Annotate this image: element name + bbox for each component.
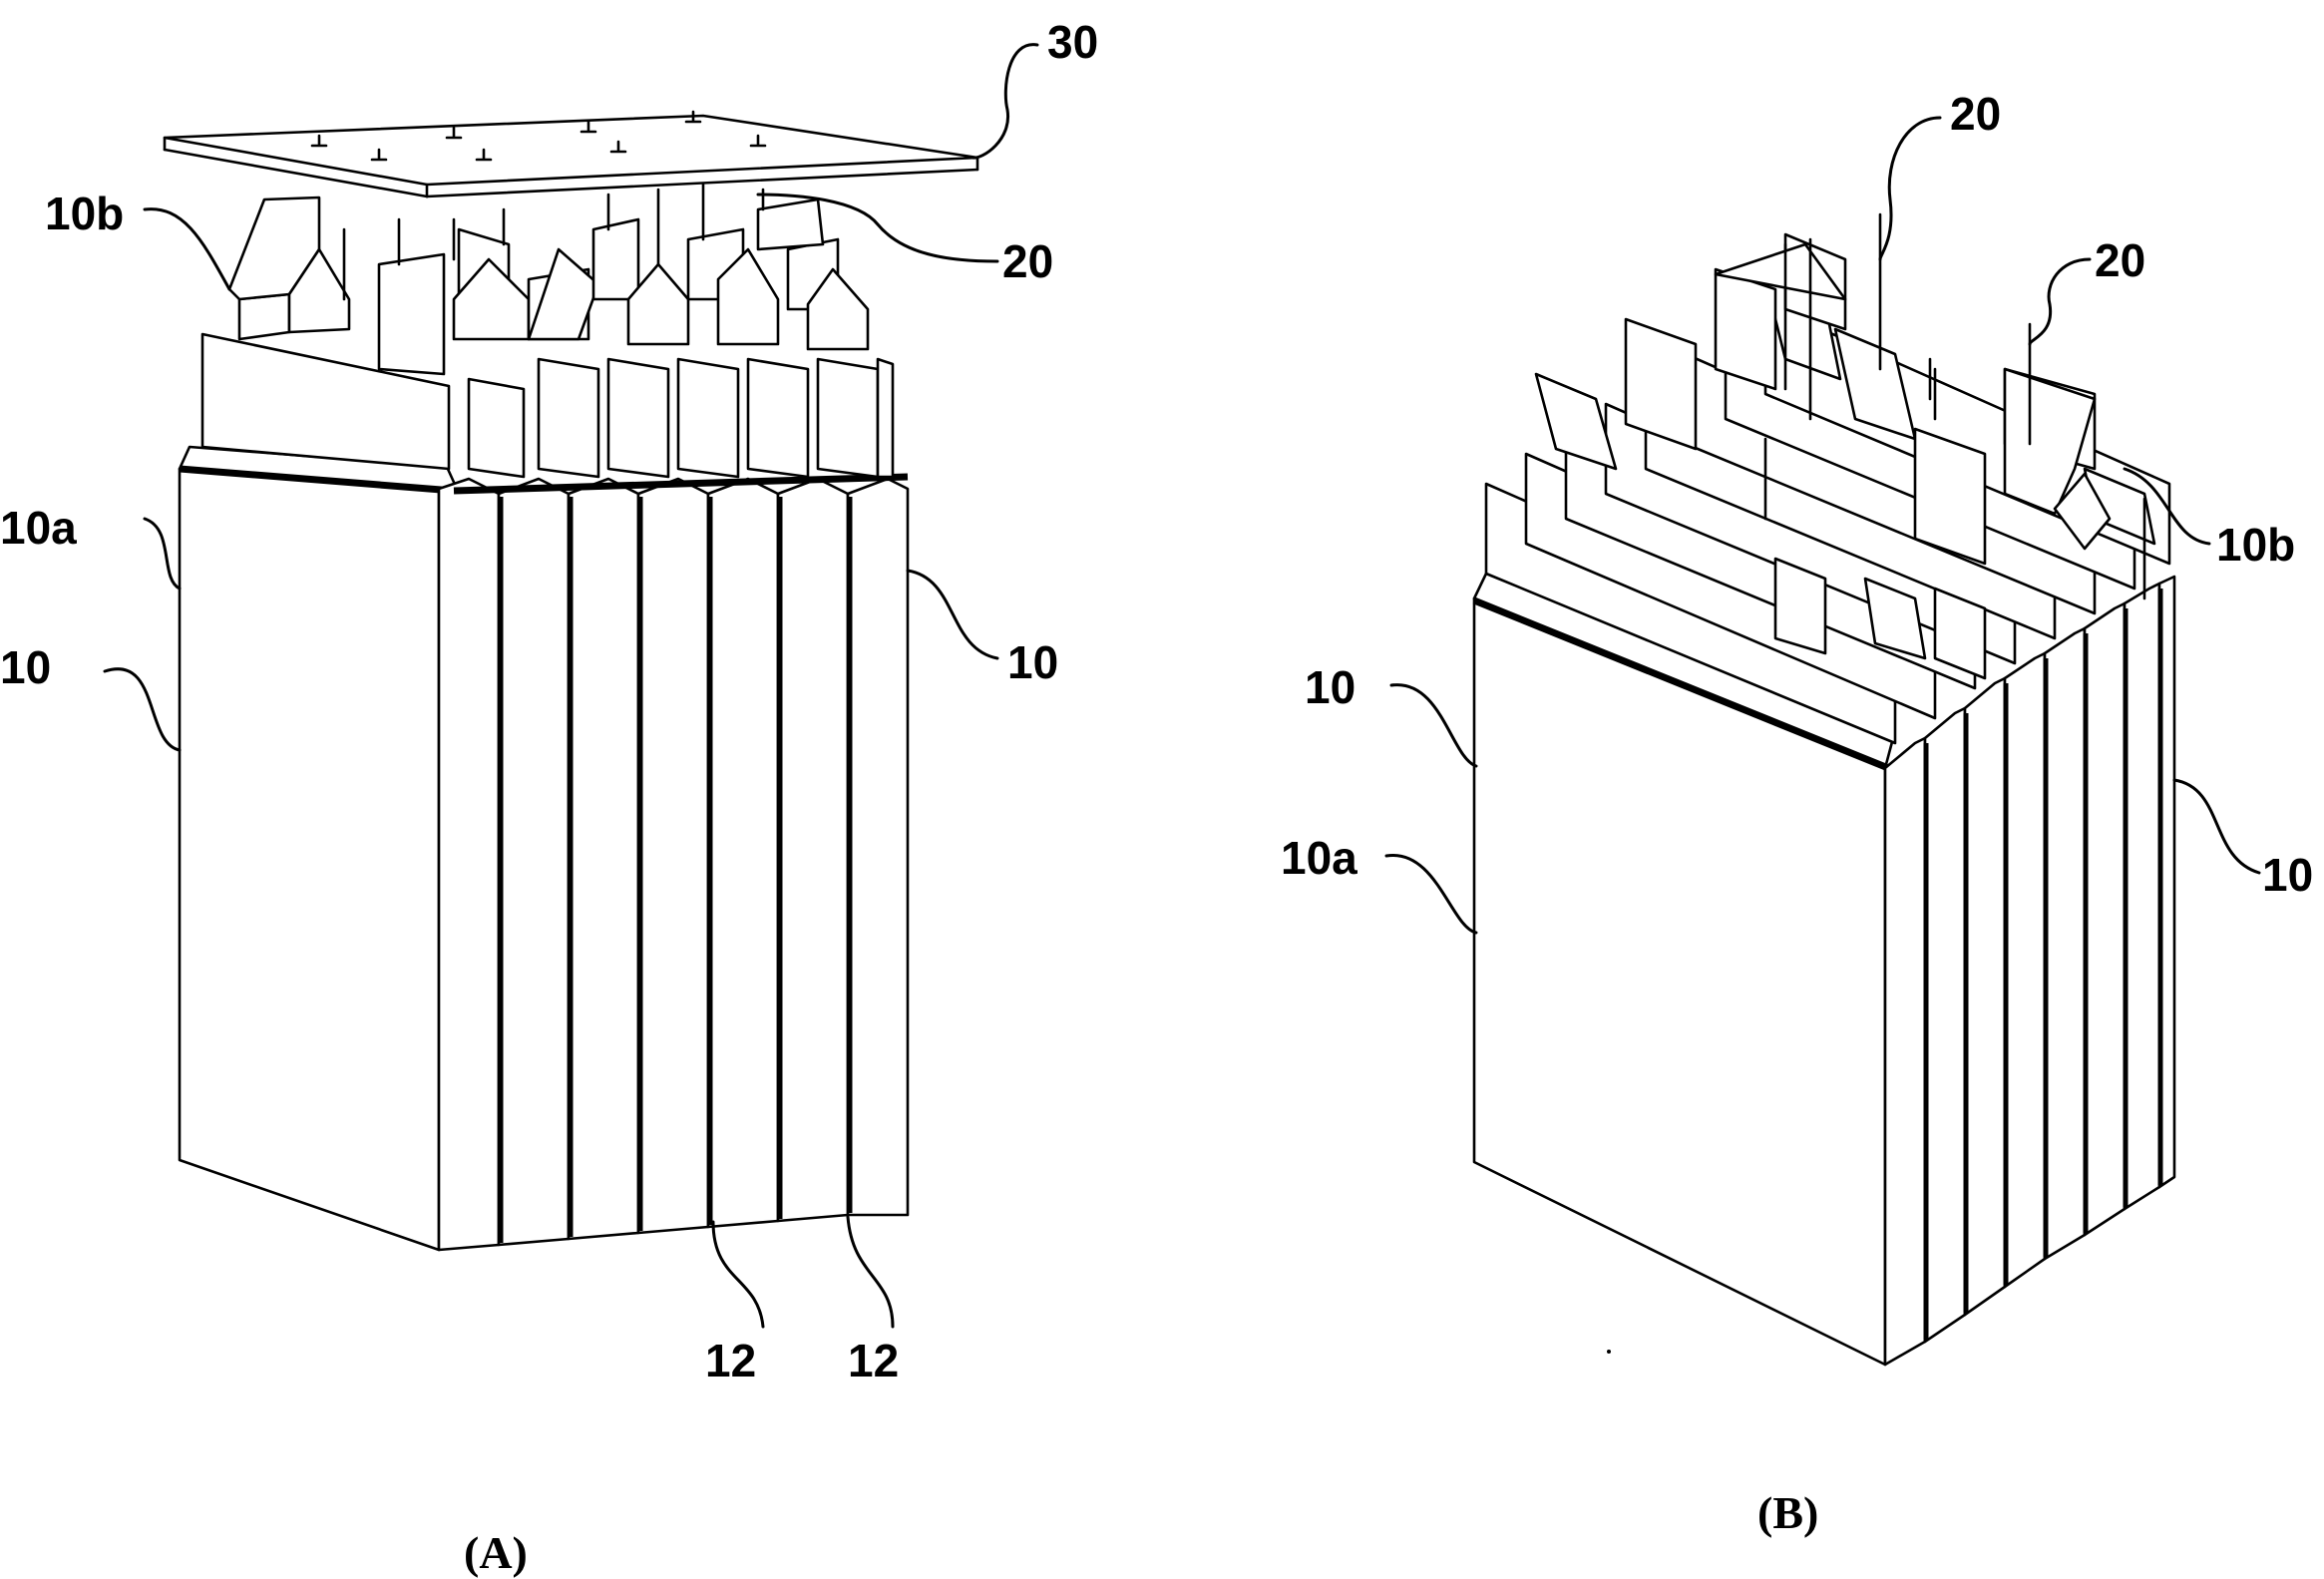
cell-stack-side — [437, 473, 910, 1252]
panel-b-drawing: 20 20 10b 10 10a 10 (B) — [1281, 88, 2313, 1538]
cell-front-face — [178, 467, 441, 1252]
panel-a-drawing: 30 20 10b 10a 10 10 12 12 (A) — [0, 16, 1098, 1578]
stray-dot — [1607, 1350, 1611, 1354]
cell-tabs-b — [1534, 212, 2156, 680]
label-a-lead-20: 20 — [1002, 235, 1053, 287]
label-b-face-10a: 10a — [1281, 832, 1357, 884]
label-a-face-10a: 10a — [0, 502, 77, 554]
plate-rivets — [310, 110, 767, 162]
cell-upper-blocks — [200, 332, 895, 479]
busbar-plate — [163, 114, 979, 198]
panel-b-leaders — [1384, 116, 2261, 935]
label-b-tab-10b: 10b — [2216, 519, 2295, 571]
label-b-lead-20-top: 20 — [1950, 88, 2001, 140]
label-a-tab-10b: 10b — [45, 188, 124, 239]
label-b-cell-10-left: 10 — [1305, 661, 1356, 713]
caption-b: (B) — [1757, 1487, 1818, 1538]
label-b-cell-10-right: 10 — [2262, 849, 2313, 901]
label-a-plate-30: 30 — [1047, 16, 1098, 68]
label-a-cell-10-right: 10 — [1007, 636, 1058, 688]
cell-stack-side-b — [1883, 575, 2176, 1367]
caption-a: (A) — [464, 1527, 528, 1578]
label-a-spacer-12-left: 12 — [705, 1335, 756, 1386]
label-a-spacer-12-right: 12 — [848, 1335, 899, 1386]
label-b-lead-20-right: 20 — [2095, 234, 2145, 286]
panel-a-leaders — [103, 43, 1039, 1329]
cell-tabs — [227, 183, 870, 376]
label-a-cell-10-left: 10 — [0, 641, 51, 693]
